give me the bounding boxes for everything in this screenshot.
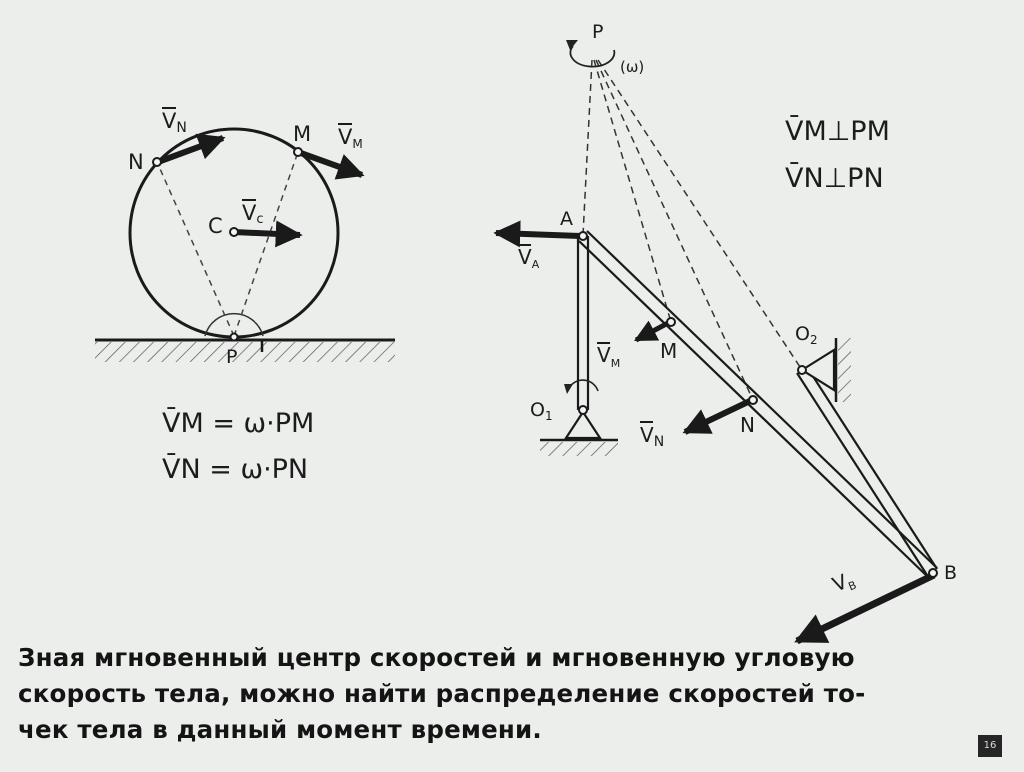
support-o1-hatch [540, 442, 618, 456]
joint-a [578, 231, 588, 241]
mech-label-n: N [740, 413, 755, 437]
vector-vn-mech-arrow [682, 397, 754, 435]
vector-vb-arrow [794, 571, 936, 645]
ray-pm [593, 59, 672, 323]
omega-arrowhead [566, 40, 578, 50]
rocker-o2b-right [806, 366, 938, 570]
mech-label-a: A [560, 208, 573, 230]
linkage-mechanism-diagram: P (ω) A M N [493, 21, 957, 645]
point-m [293, 147, 303, 157]
support-o2 [799, 348, 836, 392]
caption-text: Зная мгновенный центр скоростей и мгнове… [18, 640, 1008, 748]
vector-va-label: VA [518, 245, 540, 271]
rotation-o1-arrowhead [564, 384, 573, 394]
rod-ab-lower [578, 240, 930, 579]
vector-vm-mech-label: VM [597, 343, 620, 370]
formula-vn: V̄N = ω·PN [162, 453, 308, 485]
vector-vc-label: Vc [242, 201, 264, 227]
wheel-line-pn [156, 161, 235, 337]
point-n [152, 157, 162, 167]
rocker-o2b-left [796, 372, 928, 576]
mech-label-p: P [592, 21, 603, 43]
ray-po2 [597, 59, 803, 371]
vector-va-arrow [493, 220, 581, 248]
vector-vn-arrow [156, 133, 226, 165]
caption-line-2: скорость тела, можно найти распределение… [18, 679, 866, 708]
vector-vn-label: VN [162, 109, 187, 136]
relation-vn-perp-pn: V̄N⊥PN [785, 162, 884, 194]
mech-label-b: B [944, 562, 957, 584]
label-p: P [226, 346, 237, 368]
support-o1 [563, 409, 603, 440]
mech-label-m: M [660, 339, 677, 363]
vector-vm-label: VM [338, 125, 363, 151]
joint-b [928, 568, 938, 578]
label-n: N [128, 150, 144, 174]
joint-o1 [578, 405, 588, 415]
caption-line-1: Зная мгновенный центр скоростей и мгнове… [18, 643, 855, 672]
joint-m [666, 317, 676, 327]
ground-hatch [95, 342, 395, 362]
omega-arc [569, 45, 616, 68]
joint-n [748, 395, 758, 405]
label-c: C [208, 214, 223, 238]
ray-pa [582, 59, 593, 236]
omega-label: (ω) [620, 58, 644, 76]
vector-vn-mech-label: VN [640, 423, 664, 450]
vector-vc-arrow [233, 220, 303, 248]
point-p [229, 332, 239, 342]
mech-label-o2: O2 [795, 323, 818, 347]
vector-vb-label: VB [829, 566, 858, 598]
rotation-o1-arc [568, 379, 599, 392]
ray-pn [595, 59, 754, 401]
caption-line-3: чек тела в данный момент времени. [18, 715, 542, 744]
joint-o2 [797, 365, 807, 375]
formula-vm: V̄M = ω·PM [162, 407, 314, 439]
wheel-angle-arc [204, 312, 264, 337]
vector-vm-arrow [296, 149, 365, 180]
mech-label-o1: O1 [530, 399, 553, 423]
vector-vm-mech-arrow [634, 319, 672, 343]
relation-vm-perp-pm: V̄M⊥PM [785, 115, 890, 147]
label-m: M [293, 122, 311, 146]
page-number: 16 [978, 735, 1002, 757]
point-c [229, 227, 239, 237]
wheel-line-pm [233, 151, 299, 337]
rolling-wheel-diagram: N M C P VN VM Vc V̄M = ω·PM V̄N = ω·PN [95, 107, 395, 485]
rod-ab-upper [586, 230, 938, 569]
support-o2-hatch [838, 338, 851, 402]
